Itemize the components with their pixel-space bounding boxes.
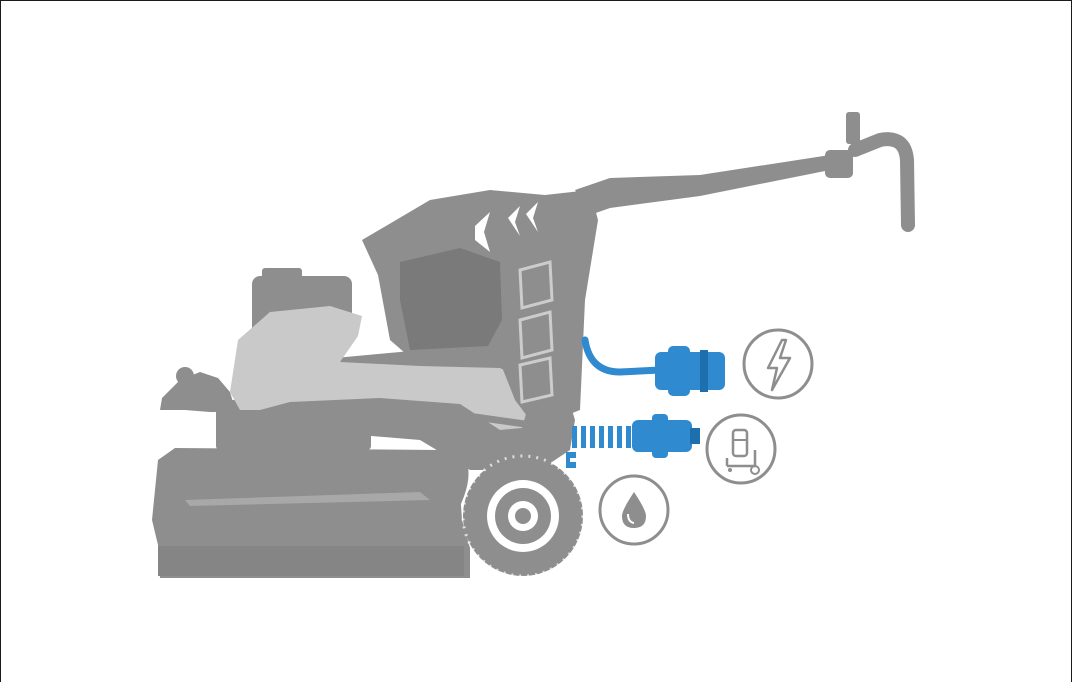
water-connection [566,452,576,468]
power-connection [585,340,725,396]
dust-extractor-icon [707,415,775,483]
water-drop-icon [600,476,668,544]
power-plug-collar [668,346,690,396]
motor-cap [262,268,302,280]
handle-joint [825,150,853,178]
handle-lever [846,112,860,144]
dust-hose [570,425,632,448]
handle-arm [575,155,840,215]
dust-coupling-collar [652,414,668,458]
control-box-window [400,248,502,350]
lightning-icon [744,330,812,398]
handle-grip [855,139,908,225]
power-plug-ring [700,350,708,392]
water-fitting [566,452,576,468]
wheel [463,456,583,576]
front-bracket-knob [176,367,194,385]
dust-coupling-tip [690,428,700,444]
grinding-head-skirt [158,546,464,576]
dust-extractor-connection [570,414,700,458]
front-bracket [160,372,236,412]
power-cable [585,340,660,372]
